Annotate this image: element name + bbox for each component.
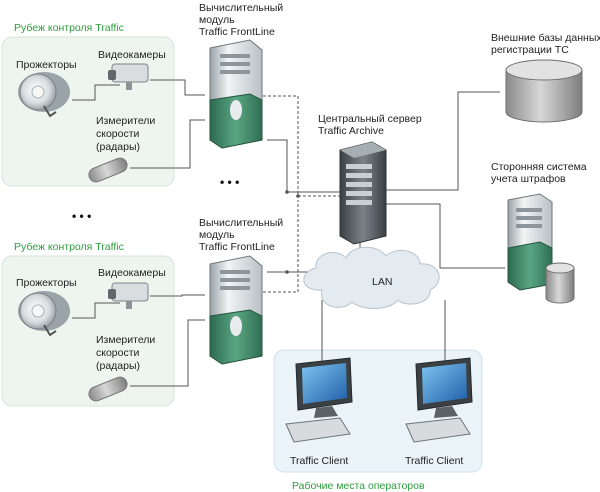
camera-icon: [108, 63, 149, 90]
lan-cloud-icon: [303, 246, 440, 309]
operators-zone-title: Рабочие места операторов: [292, 480, 425, 492]
frontline-label-bottom-1: Вычислительный: [199, 217, 283, 229]
speed-meters-label-bottom-2: скорости: [96, 347, 140, 359]
client-label-1: Traffic Client: [290, 455, 348, 467]
projector-icon: [18, 72, 70, 118]
frontline-label-top-3: Traffic FrontLine: [199, 26, 275, 38]
third-party-server-icon: [507, 193, 575, 304]
zone-title-bottom: Рубеж контроля Traffic: [14, 241, 124, 253]
speed-meters-label-bottom-3: (радары): [96, 360, 140, 372]
speed-meters-label-bottom-1: Измерители: [96, 334, 155, 346]
workstation-icon: [285, 357, 353, 443]
speed-meters-label-top-3: (радары): [96, 141, 140, 153]
frontline-label-top-1: Вычислительный: [199, 2, 283, 14]
frontline-label-bottom-2: модуль: [199, 229, 235, 241]
dashed-links: [258, 95, 340, 293]
ellipsis-left: • • •: [72, 209, 91, 223]
frontline-server-icon: [209, 255, 263, 365]
database-icon: [505, 59, 583, 123]
speed-meters-label-top-1: Измерители: [96, 115, 155, 127]
central-server-label-1: Центральный сервер: [318, 113, 422, 125]
central-server-label-2: Traffic Archive: [318, 125, 384, 137]
camera-icon: [108, 282, 149, 309]
projectors-label-top: Прожекторы: [16, 59, 77, 71]
frontline-label-bottom-3: Traffic FrontLine: [199, 241, 275, 253]
client-label-2: Traffic Client: [405, 455, 463, 467]
lan-label: LAN: [372, 276, 392, 288]
zone-title-top: Рубеж контроля Traffic: [14, 22, 124, 34]
projectors-label-bottom: Прожекторы: [16, 277, 77, 289]
third-party-label-1: Сторонняя система: [491, 161, 587, 173]
workstation-icon: [405, 357, 473, 443]
central-server-icon: [339, 141, 387, 245]
radar-icon: [88, 376, 128, 402]
ellipsis-center: • • •: [220, 175, 239, 189]
frontline-server-icon: [209, 39, 263, 149]
external-db-label-2: регистрации ТС: [491, 44, 569, 56]
speed-meters-label-top-2: скорости: [96, 128, 140, 140]
projector-icon: [18, 291, 70, 337]
frontline-label-top-2: модуль: [199, 14, 235, 26]
cameras-label-top: Видеокамеры: [98, 49, 166, 61]
third-party-label-2: учета штрафов: [491, 173, 566, 185]
external-db-label-1: Внешние базы данных: [491, 32, 600, 44]
cameras-label-bottom: Видеокамеры: [98, 267, 166, 279]
radar-icon: [88, 157, 128, 183]
